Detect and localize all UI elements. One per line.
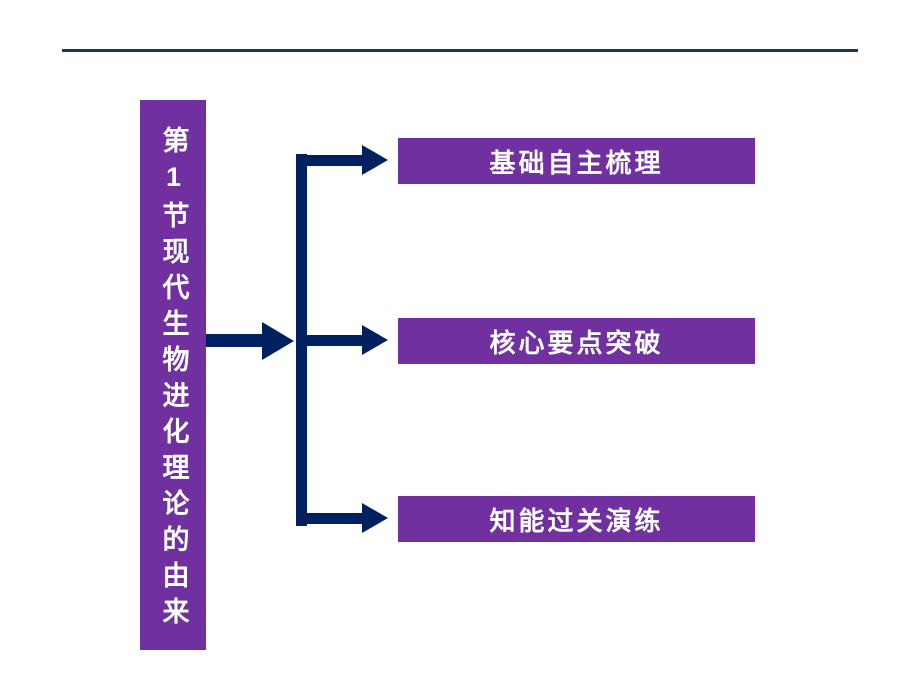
branch-arrow-middle-head	[362, 325, 388, 355]
branch-arrow-bottom-head	[362, 503, 388, 533]
branch-arrow-top-shaft	[306, 155, 364, 166]
top-divider-line	[62, 49, 858, 52]
nav-box-core-points: 核心要点突破	[398, 318, 755, 364]
nav-box-basic-review: 基础自主梳理	[398, 138, 755, 184]
branch-connector-line	[296, 154, 307, 526]
nav-box-practice-drill: 知能过关演练	[398, 496, 755, 542]
main-arrow-shaft	[206, 334, 264, 347]
main-arrow-head	[262, 322, 294, 360]
chapter-title-bar: 第1节现代生物进化理论的由来	[140, 100, 206, 650]
chapter-title: 第1节现代生物进化理论的由来	[158, 126, 189, 633]
branch-arrow-middle-shaft	[306, 335, 364, 346]
branch-arrow-bottom-shaft	[306, 513, 364, 524]
branch-arrow-top-head	[362, 145, 388, 175]
